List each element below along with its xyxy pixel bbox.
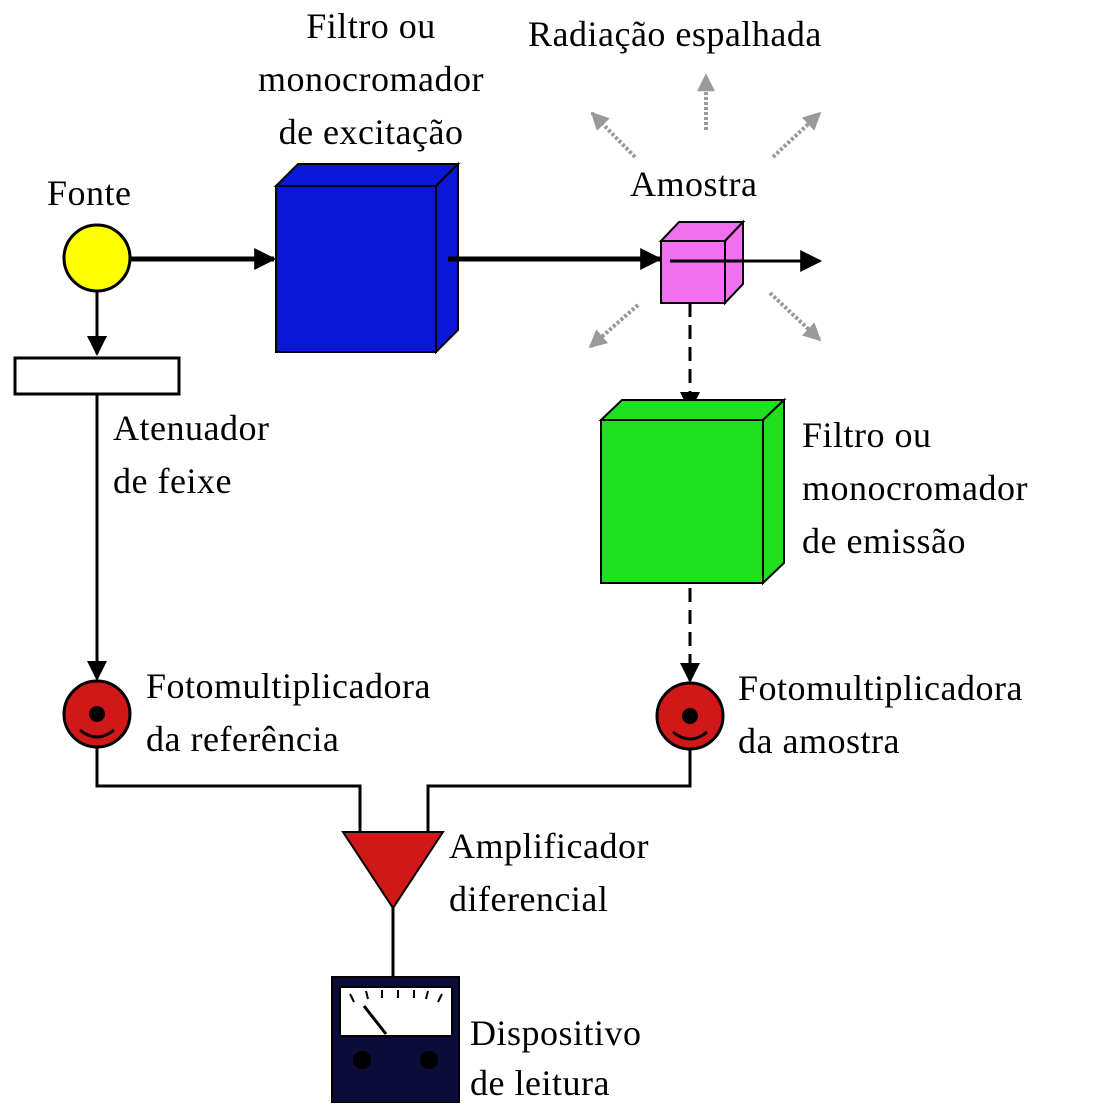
beam-attenuator-label: Atenuador de feixe xyxy=(113,408,270,501)
differential-amplifier-label: Amplificador diferencial xyxy=(449,826,649,919)
readout-device xyxy=(331,976,460,1103)
source-lamp xyxy=(62,223,132,293)
excitation-filter-label: Filtro ou monocromador de excitação xyxy=(258,6,484,152)
sample-wire xyxy=(426,749,692,832)
sample-photomultiplier xyxy=(655,681,725,751)
scattered-radiation-label: Radiação espalhada xyxy=(528,14,822,54)
reference-wire xyxy=(95,747,362,832)
excitation-filter-cube xyxy=(273,161,461,355)
source-label: Fonte xyxy=(47,173,132,213)
sample-label: Amostra xyxy=(630,164,758,204)
readout-device-label: Dispositivo de leitura xyxy=(470,1013,642,1103)
reference-pmt-label: Fotomultiplicadora da referência xyxy=(146,666,431,759)
beam-attenuator xyxy=(13,356,181,396)
scattered-radiation-arrows xyxy=(588,73,822,349)
reference-photomultiplier xyxy=(62,679,132,749)
emission-filter-label: Filtro ou monocromador de emissão xyxy=(802,415,1028,561)
differential-amplifier xyxy=(341,831,445,910)
emission-filter-cube xyxy=(598,397,787,586)
sample-pmt-label: Fotomultiplicadora da amostra xyxy=(738,668,1023,761)
meter-needle xyxy=(362,1005,388,1035)
